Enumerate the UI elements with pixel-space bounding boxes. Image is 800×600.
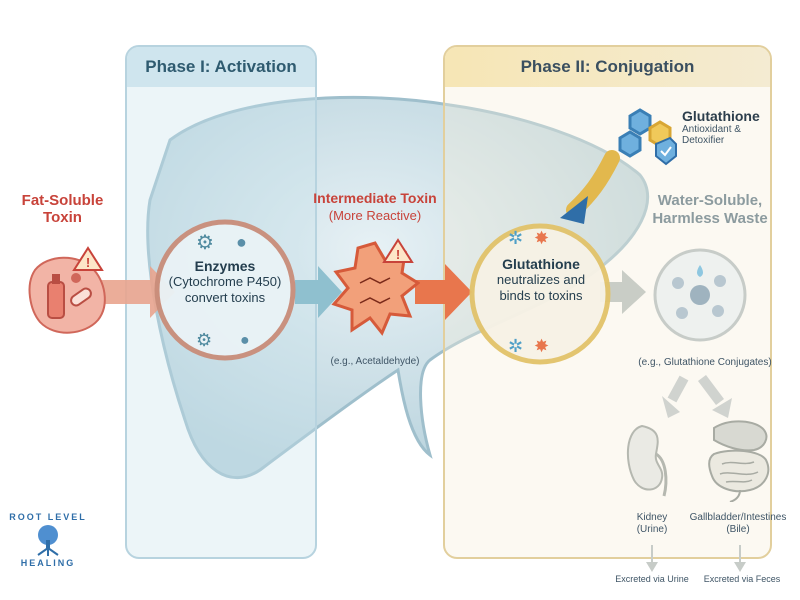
arrow-waste-to-gut [698, 375, 724, 405]
toxin-star-icon: ✸ [534, 228, 550, 248]
gut-label: Gallbladder/Intestines (Bile) [689, 512, 787, 535]
toxin-star-icon-small: ✸ [534, 336, 550, 356]
molecule-bind-icon-small: ✲ [508, 336, 524, 356]
arrow-glutathione-source [566, 150, 620, 218]
svg-text:!: ! [86, 255, 90, 270]
glutathione-source-label: Glutathione Antioxidant & Detoxifier [682, 108, 760, 146]
tree-icon [37, 525, 59, 556]
urine-output-label: Excreted via Urine [615, 574, 689, 584]
glutathione-action-label: Glutathione neutralizes and binds to tox… [496, 256, 586, 303]
glutathione-molecule-icon [618, 108, 677, 166]
waste-title: Water-Soluble, Harmless Waste [652, 192, 768, 227]
waste-circle [653, 248, 747, 342]
enzymes-label: Enzymes (Cytochrome P450) convert toxins [168, 258, 282, 305]
phase-2-title: Phase II: Conjugation [445, 47, 770, 87]
enzyme-blob-icon: ● [236, 232, 247, 252]
fat-soluble-toxin-icon: ! [28, 246, 106, 334]
arrow-glutathione-to-waste [600, 270, 646, 314]
molecule-bind-icon: ✲ [508, 228, 524, 248]
arrow-waste-to-kidney [667, 375, 689, 403]
glutathione-circle [469, 223, 611, 365]
phase-1-title: Phase I: Activation [127, 47, 315, 87]
svg-text:!: ! [396, 247, 400, 262]
intermediate-toxin-icon: ! [331, 238, 420, 336]
enzyme-blob-icon-small: ● [240, 332, 250, 349]
waste-example: (e.g., Glutathione Conjugates) [638, 357, 772, 368]
intermediate-title: Intermediate Toxin (More Reactive) [313, 190, 437, 223]
intermediate-example: (e.g., Acetaldehyde) [330, 356, 420, 367]
arrow-enzymes-to-intermediate [295, 266, 342, 318]
kidney-label: Kidney (Urine) [636, 512, 668, 535]
intestines-icon [708, 420, 770, 502]
enzymes-circle [154, 219, 296, 361]
arrow-intermediate-to-glutathione [415, 264, 472, 320]
gear-icon: ⚙ [196, 232, 214, 254]
root-level-healing-logo: ROOT LEVEL HEALING [9, 512, 87, 568]
feces-output-label: Excreted via Feces [703, 574, 781, 584]
kidney-icon [626, 424, 668, 497]
toxin-title: Fat-Soluble Toxin [21, 192, 104, 226]
gear-icon-small: ⚙ [196, 330, 213, 350]
